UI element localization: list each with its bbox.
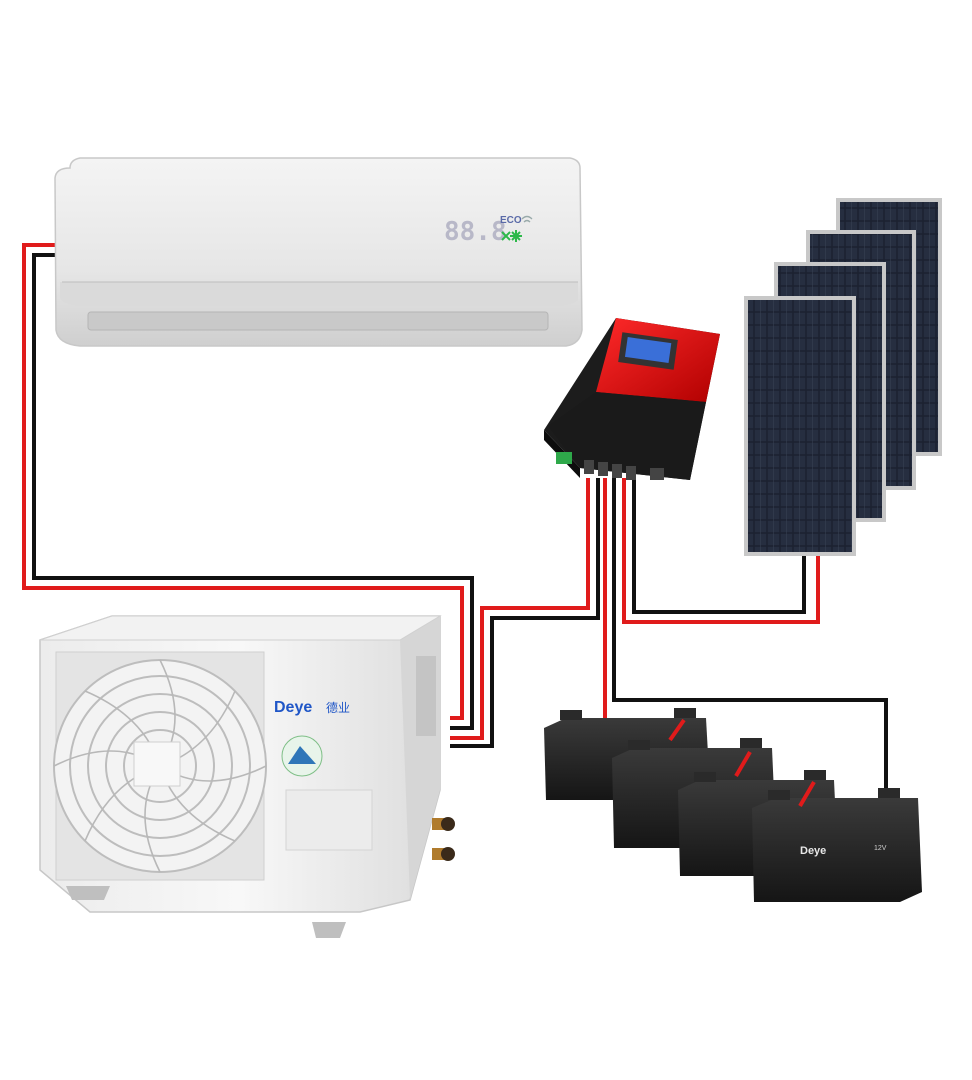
wire-ctrl-out-red: [450, 478, 590, 740]
fan-grille: [53, 651, 267, 881]
side-handle: [416, 656, 436, 736]
service-panel: [285, 789, 373, 851]
battery: Deye 12V: [752, 788, 922, 902]
mounting-feet: [66, 886, 346, 938]
wire-ctrl-panel-red: [622, 478, 820, 624]
battery-model-label: 12V: [874, 845, 887, 852]
wire-ctrl-panel-black: [632, 478, 806, 614]
indoor-ac-unit: 88.8 ECO: [54, 157, 583, 347]
energy-badge-icon: [281, 735, 323, 777]
terminal-block: [584, 460, 664, 480]
pipe-valves: [432, 817, 455, 861]
battery-links: [668, 718, 816, 808]
outdoor-brand-cn: 德业: [326, 700, 350, 715]
solar-panel: [744, 296, 856, 556]
outdoor-brand-logo: Deye: [274, 699, 312, 716]
battery-bank: Deye 12V: [544, 708, 922, 902]
wire-ctrl-bat-black: [612, 478, 888, 800]
eco-label: ECO: [500, 215, 522, 226]
battery-brand-logo: Deye: [800, 845, 826, 857]
wire-indoor-black: [32, 253, 474, 730]
mode-icon: [501, 230, 522, 242]
charge-controller: [544, 318, 720, 480]
outdoor-ac-unit: Deye 德业: [39, 615, 455, 938]
solar-panel-array: [744, 198, 942, 556]
wire-ctrl-out-black: [450, 478, 600, 748]
indoor-display: 88.8 ECO: [444, 215, 533, 247]
temperature-readout: 88.8: [444, 217, 507, 247]
fan-hub: [133, 741, 181, 787]
wifi-icon: [521, 215, 533, 223]
status-led: [556, 452, 572, 464]
wire-indoor-red: [22, 243, 464, 720]
wiring: [22, 243, 888, 800]
